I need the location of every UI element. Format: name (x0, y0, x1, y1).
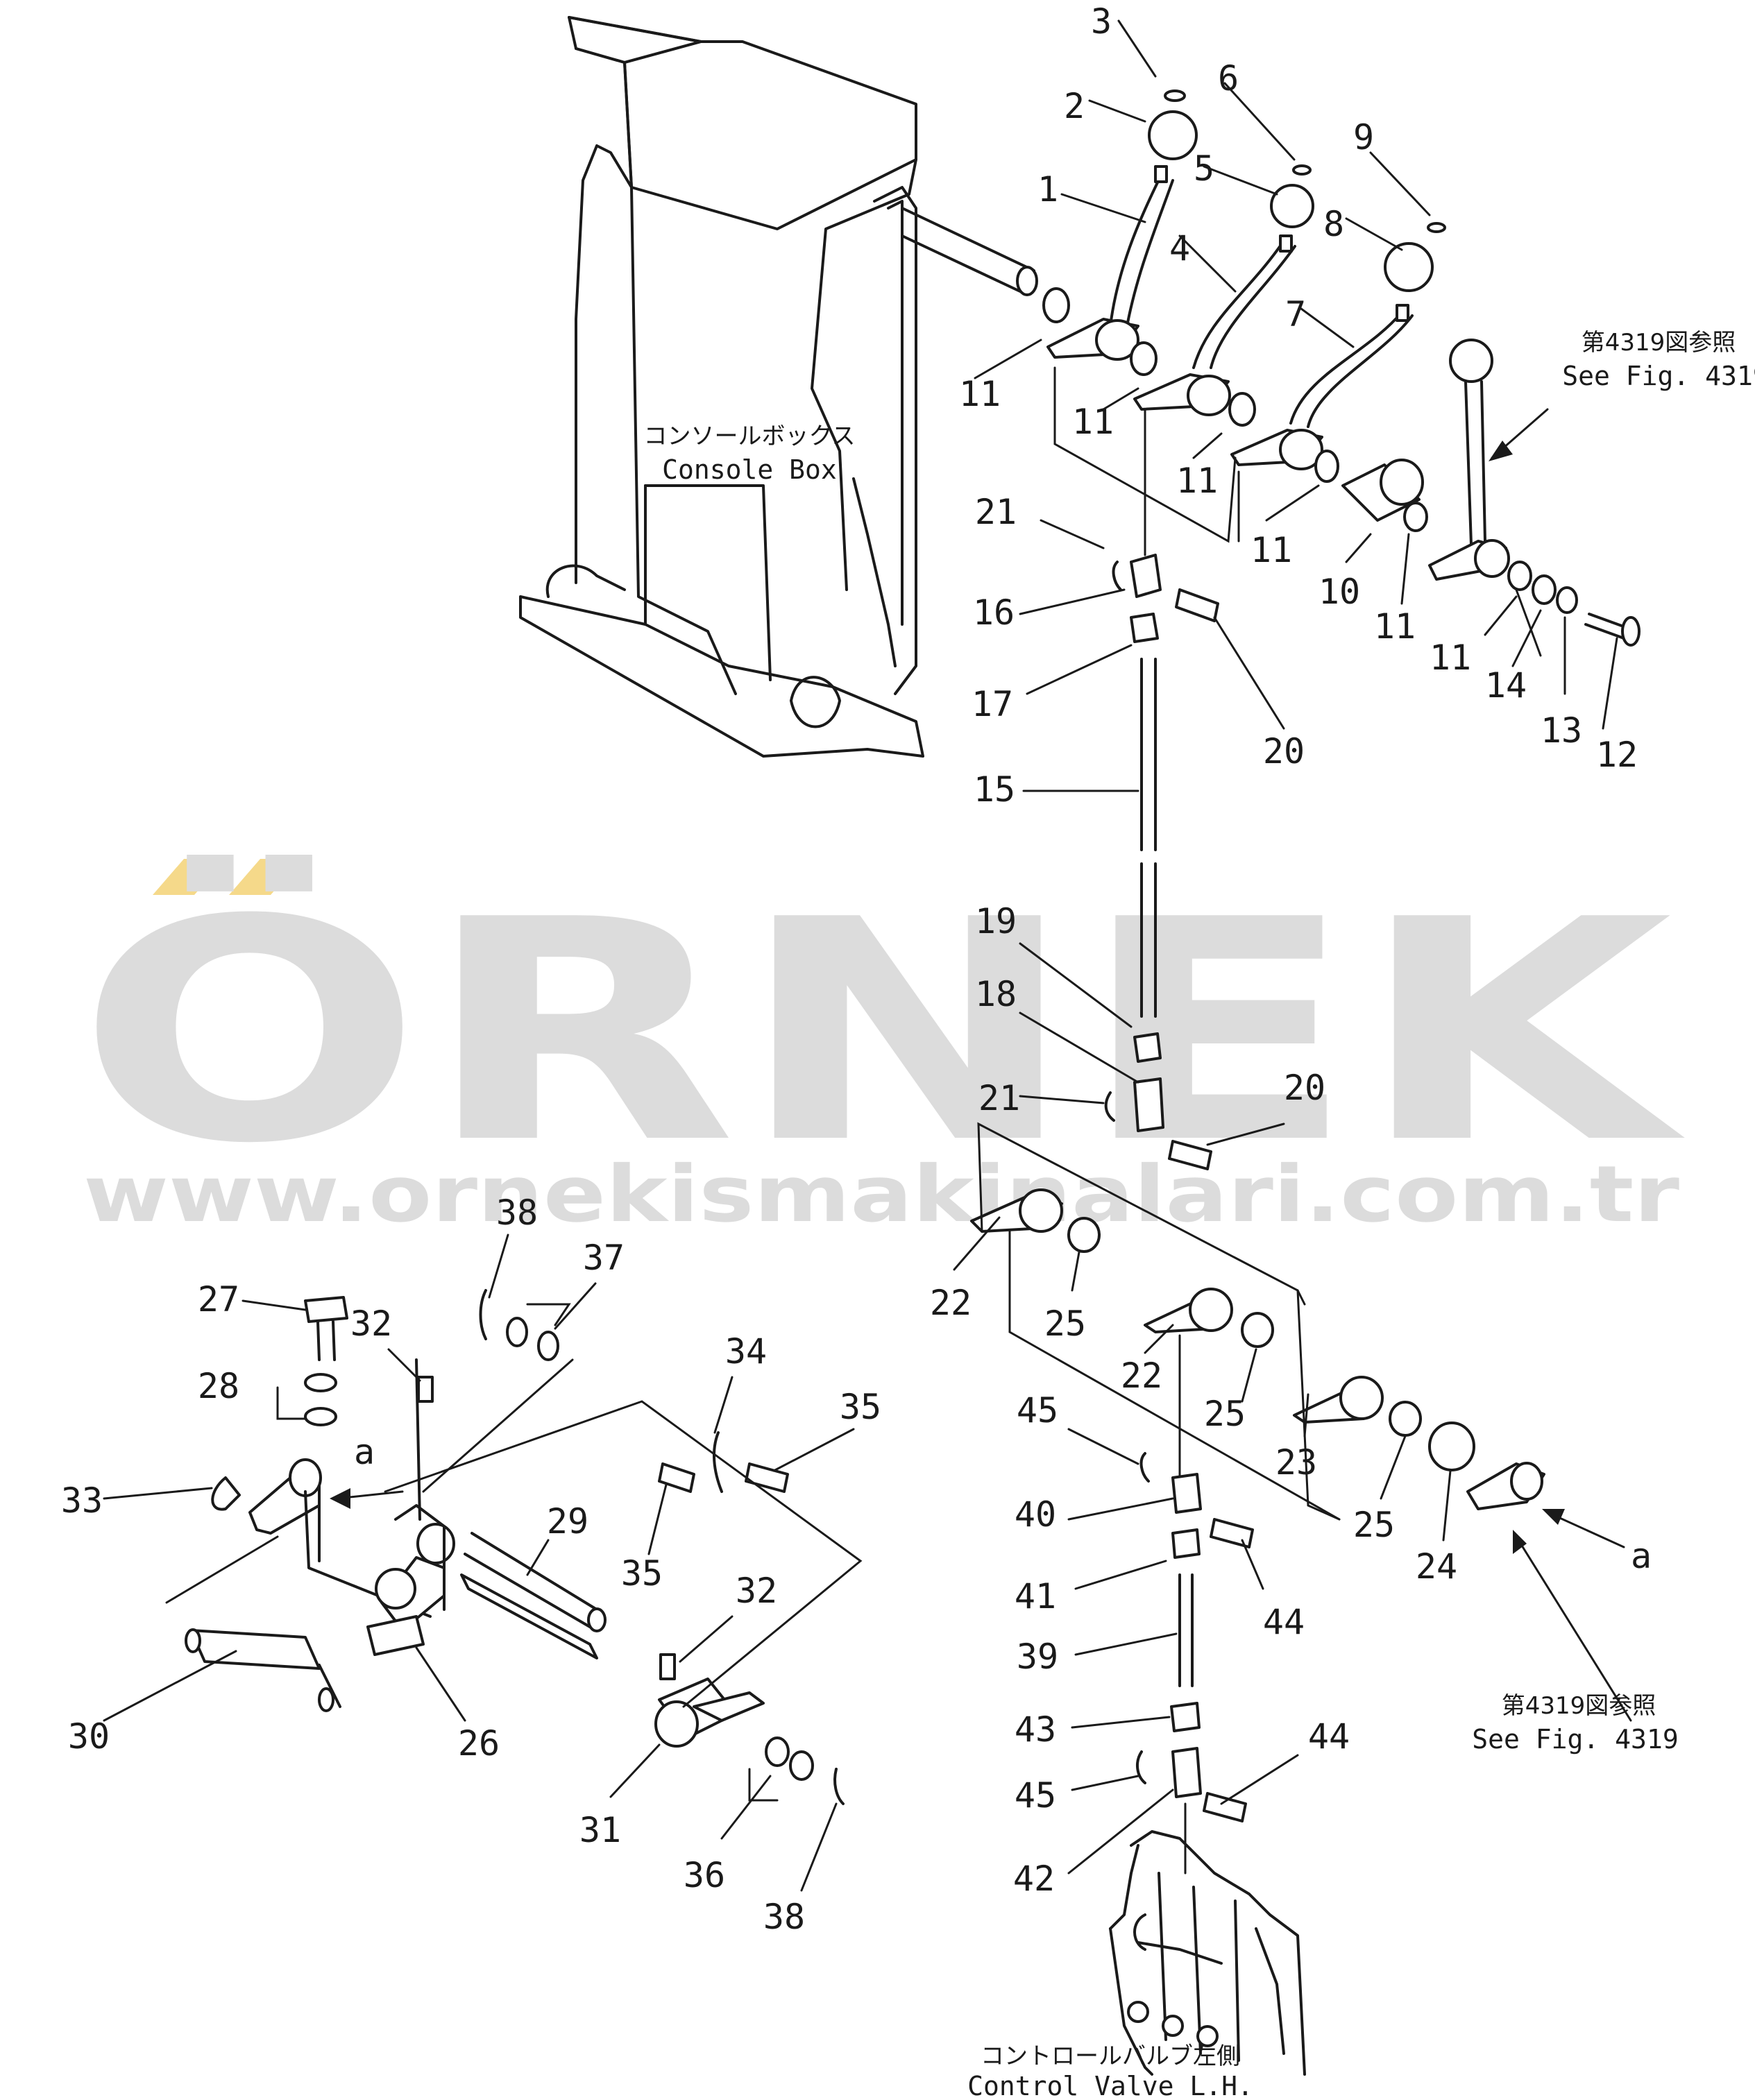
callout-5: 5 (1194, 148, 1214, 189)
callout-11: 11 (1176, 461, 1218, 501)
pin-3 (1164, 89, 1186, 102)
callout-33: 33 (61, 1480, 103, 1521)
view-a-left: a (354, 1432, 375, 1472)
callout-18: 18 (975, 974, 1017, 1014)
callout-7: 7 (1285, 294, 1306, 334)
callout-27: 27 (198, 1279, 239, 1320)
view-a-right: a (1631, 1536, 1652, 1576)
callout-32: 32 (350, 1304, 392, 1344)
control-valve-label-jp: コントロールバルブ左側 (981, 2042, 1240, 2070)
callout-42: 42 (1013, 1859, 1055, 1899)
lower-rod-assembly (1136, 1334, 1254, 1875)
callout-38: 38 (763, 1897, 805, 1937)
callout-43: 43 (1015, 1709, 1056, 1750)
reference-arrows: 第4319図参照 See Fig. 4319 第4319図参照 See Fig.… (330, 329, 1755, 1755)
callout-11: 11 (1430, 638, 1471, 678)
callout-44: 44 (1263, 1602, 1305, 1642)
ref-top-label-en: See Fig. 4319 (1562, 361, 1755, 391)
callout-12: 12 (1596, 735, 1638, 775)
callout-9: 9 (1353, 117, 1374, 157)
callout-11: 11 (1250, 530, 1292, 570)
left-linkage-assembly (165, 1289, 863, 1805)
callout-6: 6 (1218, 58, 1239, 99)
callouts: 3 2 6 1 5 9 8 4 7 11 11 11 11 11 11 10 1… (61, 1, 1638, 1937)
callout-40: 40 (1015, 1494, 1056, 1535)
callout-41: 41 (1015, 1576, 1056, 1616)
lever-assembly-upper (1042, 89, 1640, 647)
watermark: ÖRNEK www.ornekismakinalari.com.tr (76, 852, 1688, 1240)
callout-1: 1 (1037, 169, 1058, 210)
callout-31: 31 (579, 1810, 621, 1850)
watermark-accent-mark-right (229, 859, 302, 895)
callout-17: 17 (972, 684, 1013, 724)
upper-rod-assembly (1104, 408, 1219, 1170)
pin-6 (1292, 164, 1312, 176)
callout-11: 11 (1374, 606, 1416, 647)
ref-bottom-label-jp: 第4319図参照 (1502, 1692, 1656, 1720)
callout-26: 26 (458, 1723, 500, 1764)
callout-3: 3 (1091, 1, 1112, 42)
callout-28: 28 (198, 1366, 239, 1406)
console-box-label-jp: コンソールボックス (644, 422, 856, 450)
callout-15: 15 (974, 769, 1015, 810)
callout-14: 14 (1485, 665, 1527, 706)
callout-8: 8 (1323, 204, 1344, 244)
callout-45: 45 (1015, 1775, 1056, 1816)
ref-top-label-jp: 第4319図参照 (1582, 329, 1736, 357)
callout-37: 37 (583, 1238, 625, 1278)
callout-10: 10 (1319, 572, 1360, 612)
callout-32: 32 (736, 1571, 777, 1611)
callout-21: 21 (975, 492, 1017, 532)
ref-bottom-label-en: See Fig. 4319 (1472, 1724, 1678, 1755)
control-valve: コントロールバルブ左側 Control Valve L.H. (967, 1830, 1306, 2100)
callout-25: 25 (1044, 1304, 1086, 1344)
callout-23: 23 (1275, 1442, 1317, 1483)
callout-25: 25 (1204, 1394, 1246, 1434)
callout-19: 19 (975, 901, 1017, 941)
knob-8 (1384, 242, 1434, 292)
callout-22: 22 (1121, 1356, 1162, 1396)
watermark-url: www.ornekismakinalari.com.tr (83, 1150, 1679, 1240)
watermark-brand: ÖRNEK (76, 852, 1688, 1211)
console-box: コンソールボックス Console Box (519, 16, 1038, 758)
watermark-accent-mark-left (153, 859, 226, 895)
callout-11: 11 (959, 374, 1001, 414)
callout-13: 13 (1541, 710, 1582, 751)
callout-44: 44 (1308, 1716, 1350, 1757)
callout-24: 24 (1416, 1546, 1457, 1587)
callout-16: 16 (973, 592, 1015, 633)
callout-2: 2 (1064, 86, 1085, 126)
pin-9 (1427, 222, 1446, 233)
callout-11: 11 (1072, 402, 1114, 442)
callout-20: 20 (1284, 1068, 1325, 1108)
control-valve-label-en: Control Valve L.H. (967, 2071, 1253, 2100)
callout-36: 36 (684, 1855, 725, 1895)
callout-35: 35 (840, 1387, 881, 1427)
callout-29: 29 (547, 1501, 588, 1542)
callout-21: 21 (978, 1078, 1020, 1118)
lower-lever-assembly (970, 1122, 1545, 1521)
callout-45: 45 (1017, 1390, 1058, 1431)
callout-35: 35 (621, 1553, 663, 1594)
callout-22: 22 (930, 1283, 972, 1323)
leader-lines (103, 19, 1618, 1892)
callout-34: 34 (725, 1331, 767, 1372)
callout-39: 39 (1017, 1637, 1058, 1677)
callout-20: 20 (1263, 731, 1305, 771)
callout-30: 30 (68, 1716, 110, 1757)
callout-4: 4 (1169, 228, 1190, 268)
callout-38: 38 (496, 1193, 538, 1233)
console-box-label-en: Console Box (662, 454, 837, 485)
knob-5 (1270, 184, 1314, 228)
callout-25: 25 (1353, 1505, 1395, 1545)
knob-2 (1148, 110, 1198, 160)
